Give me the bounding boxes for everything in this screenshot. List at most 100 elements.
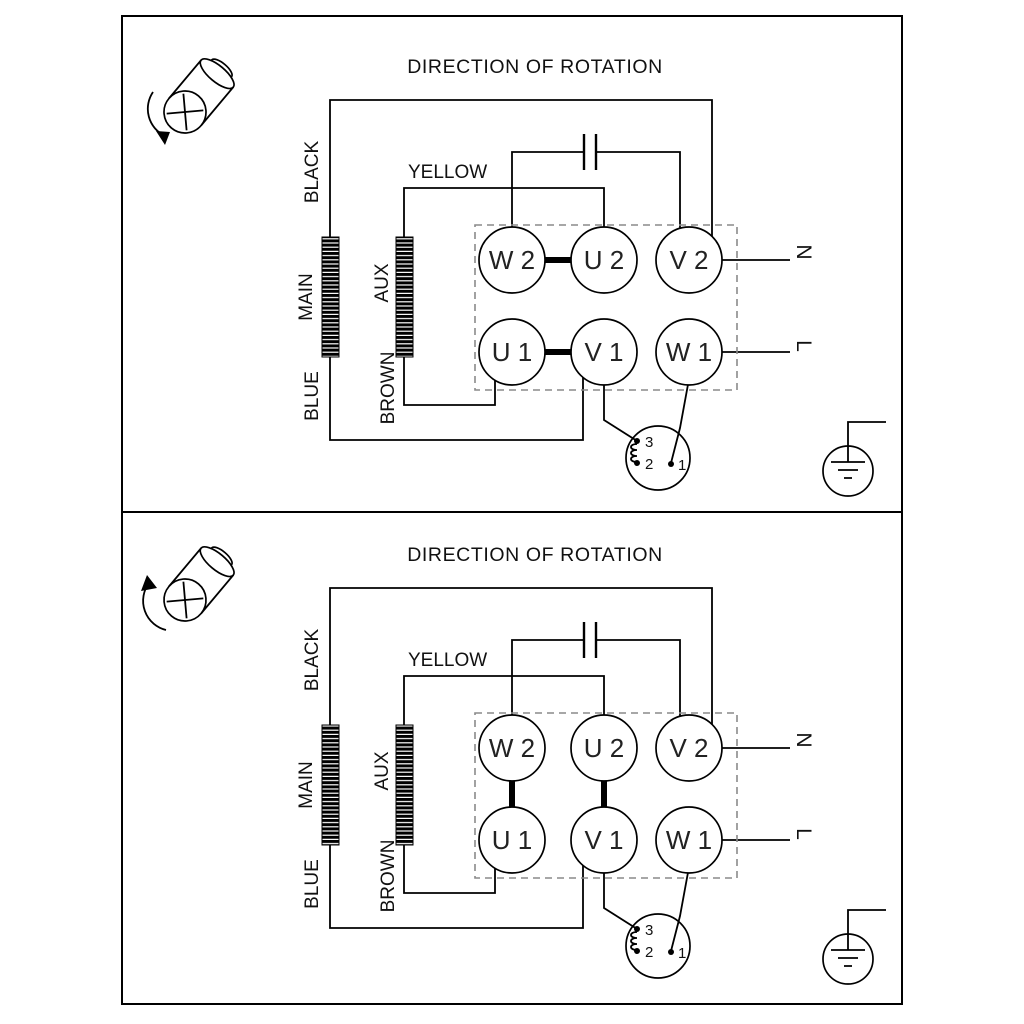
thermal-terminal-2-dot bbox=[634, 460, 640, 466]
thermal-label-3: 3 bbox=[645, 434, 653, 451]
terminal-u2: U 2 bbox=[570, 226, 638, 294]
terminal-label: U 1 bbox=[492, 337, 532, 367]
page-title: DIRECTION OF ROTATION bbox=[407, 56, 663, 78]
motor-body bbox=[168, 59, 234, 127]
motor-icon bbox=[146, 58, 235, 145]
aux-winding-coil bbox=[395, 236, 414, 358]
terminal-w1: W 1 bbox=[655, 806, 723, 874]
aux-winding-coil bbox=[395, 724, 414, 846]
thermal-terminal-2-dot bbox=[634, 948, 640, 954]
terminal-label: W 2 bbox=[489, 733, 535, 763]
main-winding-coil bbox=[321, 724, 340, 846]
wire-v1-to-thermal bbox=[603, 379, 638, 442]
earth-ground-icon bbox=[822, 445, 874, 497]
wire-w1-to-thermal bbox=[670, 866, 690, 952]
terminal-label: U 2 bbox=[584, 733, 624, 763]
label-yellow: YELLOW bbox=[408, 650, 487, 671]
thermal-terminal-1-dot bbox=[668, 949, 674, 955]
thermal-switch-outline bbox=[625, 425, 691, 491]
label-line: L bbox=[792, 340, 815, 352]
terminal-u2: U 2 bbox=[570, 714, 638, 782]
terminal-label: V 2 bbox=[669, 733, 708, 763]
terminal-label: U 2 bbox=[584, 245, 624, 275]
thermal-terminal-3-dot bbox=[634, 438, 640, 444]
terminal-v2: V 2 bbox=[655, 714, 723, 782]
terminal-label: V 1 bbox=[584, 337, 623, 367]
rotation-arrow bbox=[142, 582, 167, 631]
motor-end-cap bbox=[199, 58, 235, 90]
thermal-label-1: 1 bbox=[678, 945, 686, 962]
wire-yellow bbox=[403, 187, 605, 237]
capacitor-icon bbox=[582, 134, 598, 170]
wire-black bbox=[329, 587, 713, 733]
motor-end-cap bbox=[199, 546, 235, 578]
thermal-label-2: 2 bbox=[645, 944, 653, 961]
label-aux: AUX bbox=[372, 751, 393, 790]
rotation-arrow-head bbox=[141, 575, 157, 591]
label-aux: AUX bbox=[372, 263, 393, 302]
wire-black bbox=[329, 99, 713, 245]
rotation-arrow-head bbox=[156, 131, 170, 145]
terminal-label: W 1 bbox=[666, 337, 712, 367]
terminal-v2: V 2 bbox=[655, 226, 723, 294]
terminal-label: W 2 bbox=[489, 245, 535, 275]
label-blue: BLUE bbox=[302, 371, 323, 421]
terminal-label: V 2 bbox=[669, 245, 708, 275]
wire-earth bbox=[847, 909, 886, 950]
terminal-board-outline bbox=[474, 224, 738, 391]
wire-yellow bbox=[403, 675, 605, 725]
thermal-label-1: 1 bbox=[678, 457, 686, 474]
wire-earth bbox=[847, 421, 886, 462]
wire-brown bbox=[403, 845, 496, 894]
rotation-arrow bbox=[146, 91, 166, 137]
terminal-v1: V 1 bbox=[570, 318, 638, 386]
terminal-v1: V 1 bbox=[570, 806, 638, 874]
label-neutral: N bbox=[792, 732, 815, 747]
label-black: BLACK bbox=[302, 629, 323, 692]
terminal-label: W 1 bbox=[666, 825, 712, 855]
label-black: BLACK bbox=[302, 141, 323, 204]
outer-border bbox=[121, 15, 903, 1005]
terminal-w2: W 2 bbox=[478, 226, 546, 294]
page-title: DIRECTION OF ROTATION bbox=[407, 544, 663, 566]
terminal-label: V 1 bbox=[584, 825, 623, 855]
terminal-label: U 1 bbox=[492, 825, 532, 855]
terminal-w1: W 1 bbox=[655, 318, 723, 386]
panel-rotation-1: DIRECTION OF ROTATION bbox=[146, 56, 886, 497]
wire-v1-to-thermal bbox=[603, 867, 638, 930]
terminal-w2: W 2 bbox=[478, 714, 546, 782]
label-neutral: N bbox=[792, 244, 815, 259]
thermal-switch-outline bbox=[625, 913, 691, 979]
motor-icon bbox=[141, 546, 235, 631]
capacitor-icon bbox=[582, 622, 598, 658]
earth-ground-icon bbox=[822, 933, 874, 985]
wire-capacitor-to-v2 bbox=[596, 151, 681, 238]
wire-brown bbox=[403, 357, 496, 406]
wire-w1-to-thermal bbox=[670, 378, 690, 464]
wire-w2-to-capacitor bbox=[511, 151, 584, 232]
terminal-u1: U 1 bbox=[478, 806, 546, 874]
thermal-label-3: 3 bbox=[645, 922, 653, 939]
label-yellow: YELLOW bbox=[408, 162, 487, 183]
motor-face-cross bbox=[166, 581, 204, 619]
wire-capacitor-to-v2 bbox=[596, 639, 681, 726]
thermal-switch: 3 2 1 bbox=[625, 425, 691, 491]
panel-rotation-2: DIRECTION OF ROTATION bbox=[141, 544, 886, 985]
label-blue: BLUE bbox=[302, 859, 323, 909]
label-brown: BROWN bbox=[378, 352, 399, 425]
terminal-board-outline bbox=[474, 712, 738, 879]
main-winding-coil bbox=[321, 236, 340, 358]
label-main: MAIN bbox=[296, 761, 317, 809]
label-brown: BROWN bbox=[378, 840, 399, 913]
thermal-coil-icon bbox=[630, 931, 638, 951]
terminal-u1: U 1 bbox=[478, 318, 546, 386]
label-line: L bbox=[792, 828, 815, 840]
motor-face-cross bbox=[166, 93, 204, 131]
motor-body bbox=[168, 547, 234, 615]
label-main: MAIN bbox=[296, 273, 317, 321]
thermal-label-2: 2 bbox=[645, 456, 653, 473]
thermal-terminal-3-dot bbox=[634, 926, 640, 932]
thermal-coil-icon bbox=[630, 443, 638, 463]
